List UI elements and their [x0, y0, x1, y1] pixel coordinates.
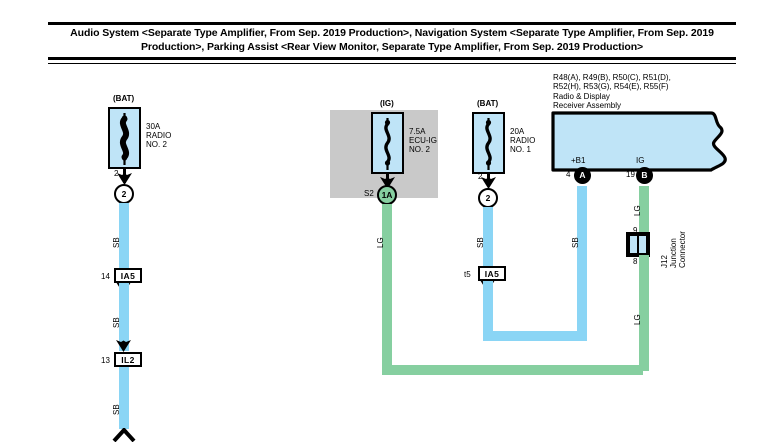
fuse-ig-ecu-ig-no2-arrow-icon	[380, 177, 395, 189]
ecu-connector-codes-line-1: R48(A), R49(B), R50(C), R51(D),	[553, 73, 671, 82]
ecu-connector-codes-line-2: R52(H), R53(G), R54(E), R55(F)	[553, 82, 669, 91]
header-rule-bottom	[48, 57, 736, 60]
fuse-bat-radio-no2-source-label: (BAT)	[113, 94, 135, 103]
ecu-name-line-2: Receiver Assembly	[553, 101, 622, 110]
wire-bat1-branch-upper	[483, 207, 493, 266]
junction-connector-code: J12	[660, 255, 669, 268]
fuse-ig-ecu-ig-no2-number: NO. 2	[409, 145, 430, 154]
page-title-line-1: Audio System <Separate Type Amplifier, F…	[70, 27, 714, 39]
junction-connector-name-line-1: Junction	[669, 238, 678, 268]
fuse-ig-ecu-ig-no2-source-label: (IG)	[380, 99, 394, 108]
wire-ecu-ig-lower-label: LG	[633, 314, 642, 325]
connector-bat-radio-no2[interactable]: 2	[114, 184, 134, 204]
connector-ig-ecu-ig-no2[interactable]: 1A	[377, 185, 397, 205]
splice-left-upper-code[interactable]: IA5	[114, 268, 142, 283]
ecu-terminal-b1-pin: 4	[566, 170, 571, 179]
wire-ecu-ig-upper	[639, 186, 649, 232]
fuse-bat-radio-no1-element-icon	[485, 118, 492, 170]
wire-bat1-branch-label: SB	[476, 237, 485, 248]
splice-left-lower-code[interactable]: IL2	[114, 352, 142, 367]
splice-mid-code[interactable]: IA5	[478, 266, 506, 281]
fuse-bat-radio-no2-name: RADIO	[146, 131, 172, 140]
wire-left-segment-3-label: SB	[112, 404, 121, 415]
ecu-radio-display-receiver-assembly	[551, 111, 727, 172]
wire-left-segment-3	[119, 367, 129, 429]
junction-connector-name-line-2: Connector	[678, 231, 687, 268]
wire-ecu-b1-vertical	[577, 186, 587, 336]
ecu-terminal-b1-connector[interactable]: A	[574, 167, 591, 184]
junction-connector-cavity-right	[639, 236, 646, 253]
page-title: Audio System <Separate Type Amplifier, F…	[48, 26, 736, 54]
wire-ig-branch-horizontal	[382, 365, 643, 375]
fuse-bat-radio-no2-number: NO. 2	[146, 140, 167, 149]
page-title-line-2: Production>, Parking Assist <Rear View M…	[140, 41, 644, 53]
ecu-name-line-1: Radio & Display	[553, 92, 610, 101]
fuse-bat-radio-no1-source-label: (BAT)	[477, 99, 499, 108]
wire-left-segment-2	[119, 283, 129, 351]
wire-ecu-b1-label: SB	[571, 237, 580, 248]
ecu-terminal-ig-pin: 19	[626, 170, 635, 179]
wire-left-continue-icon	[112, 428, 136, 442]
wire-ecu-ig-upper-label: LG	[633, 205, 642, 216]
splice-left-upper-pin: 14	[101, 272, 110, 281]
fuse-bat-radio-no1-pin: 2	[478, 172, 483, 181]
connector-bat-radio-no1[interactable]: 2	[478, 188, 498, 208]
junction-connector-j12[interactable]	[626, 232, 650, 257]
wire-ig-branch-label: LG	[376, 237, 385, 248]
fuse-bat-radio-no1-arrow-icon	[481, 177, 496, 189]
wire-left-segment-1-label: SB	[112, 237, 121, 248]
splice-left-lower-arrow-icon	[116, 340, 131, 352]
wire-left-segment-1	[119, 203, 129, 268]
ecu-terminal-ig-signal: IG	[636, 156, 645, 165]
wire-left-segment-2-label: SB	[112, 317, 121, 328]
fuse-ig-ecu-ig-no2-name: ECU-IG	[409, 136, 437, 145]
junction-connector-cavity-left	[630, 236, 637, 253]
splice-left-lower-pin: 13	[101, 356, 110, 365]
splice-mid-pin: t5	[464, 270, 471, 279]
fuse-ig-ecu-ig-no2-element-icon	[384, 118, 391, 170]
ecu-terminal-ig-connector[interactable]: B	[636, 167, 653, 184]
ecu-terminal-b1-signal: +B1	[571, 156, 586, 165]
connector-ig-ecu-ig-no2-prefix: S2	[364, 189, 374, 198]
fuse-bat-radio-no2-pin: 2	[114, 169, 119, 178]
fuse-bat-radio-no1-rating: 20A	[510, 127, 525, 136]
junction-connector-pin-top: 9	[633, 226, 638, 235]
fuse-bat-radio-no1-name: RADIO	[510, 136, 536, 145]
fuse-bat-radio-no2-element-icon	[119, 113, 130, 165]
wire-ig-branch-vertical	[382, 204, 392, 375]
fuse-bat-radio-no2-rating: 30A	[146, 122, 161, 131]
junction-connector-pin-bottom: 8	[633, 257, 638, 266]
fuse-bat-radio-no1-number: NO. 1	[510, 145, 531, 154]
wire-bat1-branch-horizontal	[483, 331, 587, 341]
header-rule-top	[48, 22, 736, 25]
fuse-ig-ecu-ig-no2-rating: 7.5A	[409, 127, 426, 136]
wire-bat1-branch-lower	[483, 281, 493, 341]
fuse-bat-radio-no2-arrow-icon	[117, 173, 132, 185]
header-rule-hairline	[48, 63, 736, 64]
wire-ecu-ig-lower	[639, 255, 649, 371]
